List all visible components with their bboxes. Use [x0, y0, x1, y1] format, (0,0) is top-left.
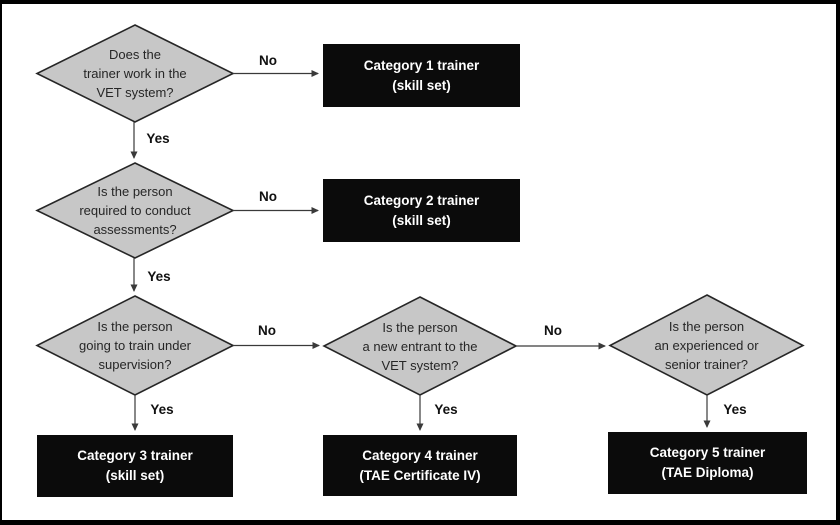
question-line: required to conduct	[79, 203, 191, 218]
edge-label-decision2-yes: Yes	[147, 269, 171, 284]
edge-label-decision3-no: No	[258, 323, 276, 338]
outcome-category-3-box: Category 3 trainer (skill set)	[37, 435, 233, 497]
decision-1-diamond	[35, 24, 235, 123]
question-line: Is the person	[97, 319, 173, 334]
outcome-line: Category 2 trainer	[363, 192, 480, 208]
outcome-line: (TAE Diploma)	[661, 465, 754, 480]
decision-2-diamond	[35, 162, 235, 259]
outcome-line: Category 1 trainer	[363, 57, 480, 73]
decision-1-question: Does the trainer work in the VET system?	[37, 25, 233, 122]
outcome-line: (skill set)	[392, 212, 451, 228]
outcome-line: Category 4 trainer	[362, 447, 478, 463]
edge-label-decision2-no: No	[259, 189, 277, 204]
outcome-line: (TAE Certificate IV)	[359, 467, 481, 483]
question-line: VET system?	[381, 357, 459, 373]
question-line: Is the person	[668, 318, 745, 334]
outcome-category-1-box: Category 1 trainer (skill set)	[323, 44, 520, 107]
question-line: an experienced or	[654, 337, 759, 353]
outcome-line: Category 5 trainer	[649, 445, 766, 460]
question-line: VET system?	[96, 85, 174, 100]
decision-4-question: Is the person a new entrant to the VET s…	[324, 297, 516, 395]
edge-label-decision1-yes: Yes	[146, 131, 170, 146]
decision-2-question: Is the person required to conduct assess…	[37, 163, 233, 258]
edge-label-decision4-no: No	[544, 323, 562, 338]
outcome-line: Category 3 trainer	[77, 448, 193, 463]
outcome-category-4-box: Category 4 trainer (TAE Certificate IV)	[323, 435, 517, 496]
question-line: Is the person	[382, 319, 458, 335]
outcome-line: (skill set)	[105, 468, 165, 483]
decision-3-question: Is the person going to train under super…	[37, 296, 233, 395]
question-line: senior trainer?	[664, 356, 749, 372]
outcome-category-2-box: Category 2 trainer (skill set)	[323, 179, 520, 242]
question-line: a new entrant to the	[362, 338, 478, 354]
question-line: going to train under	[78, 338, 192, 353]
question-line: supervision?	[98, 357, 172, 372]
question-line: assessments?	[93, 222, 177, 237]
outcome-line: (skill set)	[392, 77, 451, 93]
outcome-category-5-box: Category 5 trainer (TAE Diploma)	[608, 432, 807, 494]
edge-label-decision1-no: No	[259, 53, 277, 68]
question-line: Is the person	[97, 184, 173, 199]
edge-label-decision4-yes: Yes	[434, 402, 458, 417]
question-line: Does the	[108, 47, 162, 62]
question-line: trainer work in the	[83, 66, 187, 81]
edge-label-decision5-yes: Yes	[723, 402, 747, 417]
edge-label-decision3-yes: Yes	[150, 402, 174, 417]
decision-5-question: Is the person an experienced or senior t…	[610, 295, 803, 395]
